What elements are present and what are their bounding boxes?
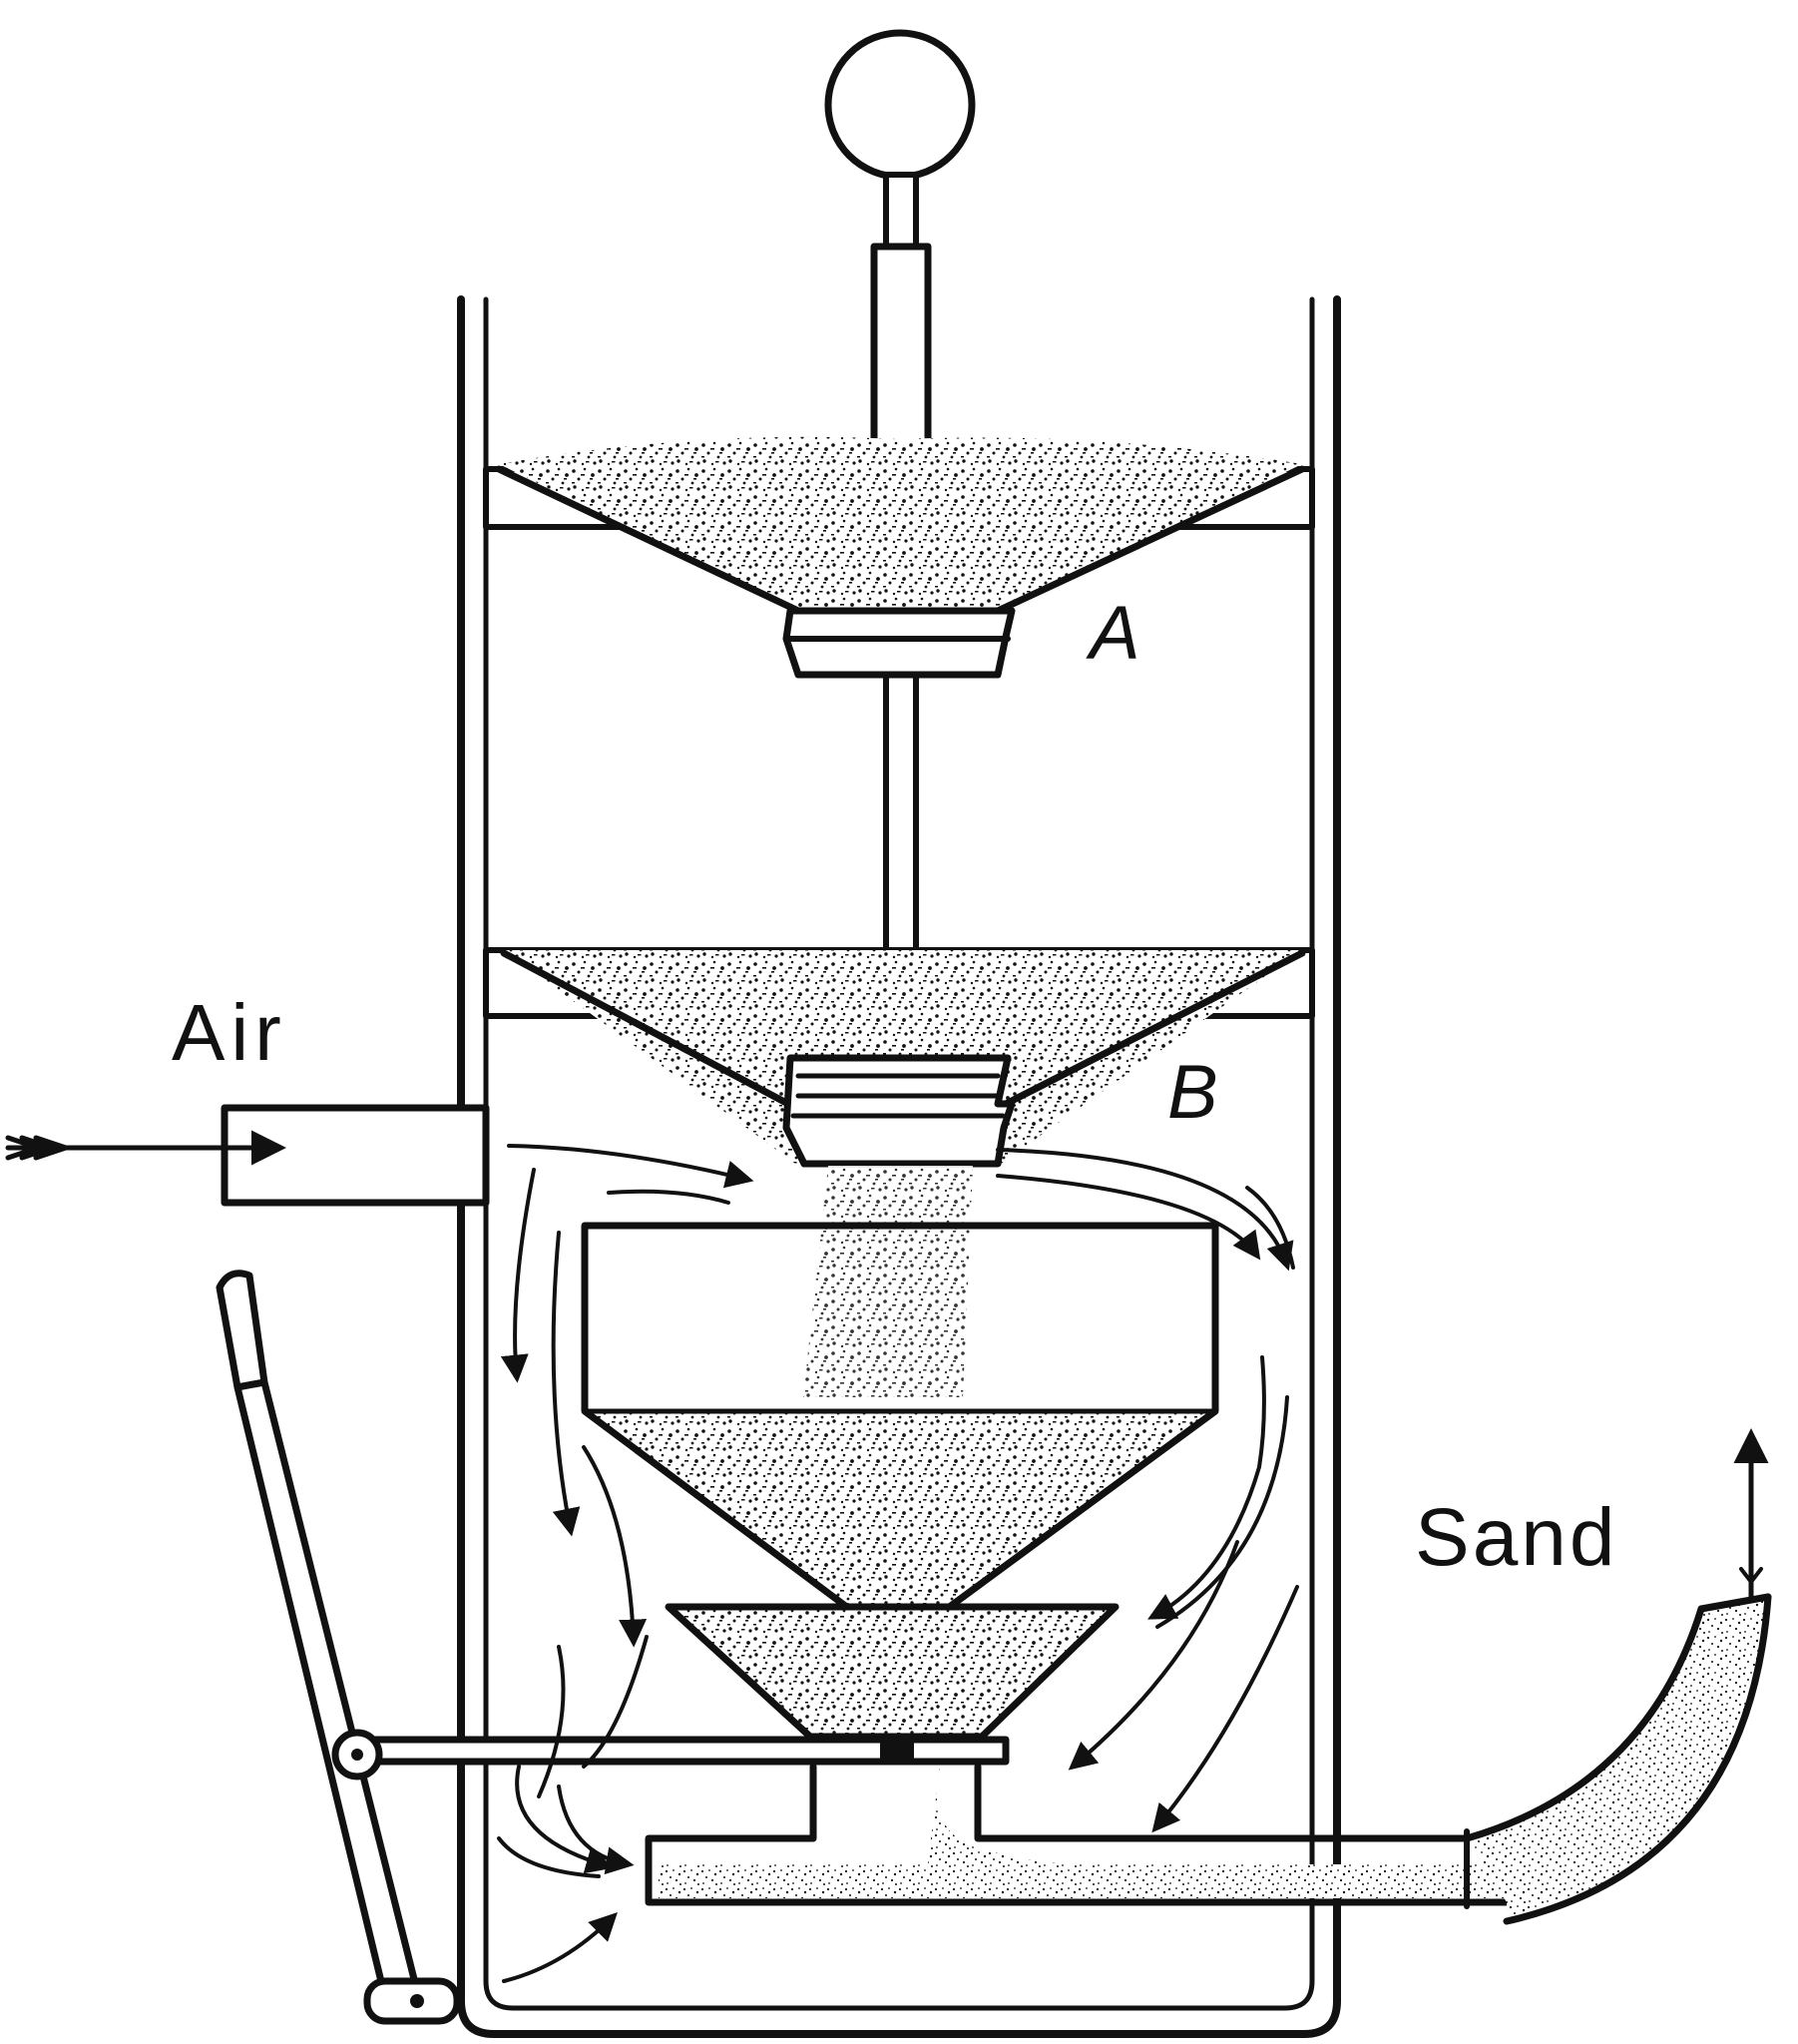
air-flow-arrows	[497, 1144, 1299, 1983]
label-lower-hopper-b: B	[1167, 1050, 1218, 1135]
lower-hopper-b	[483, 947, 1315, 1168]
bottom-sand-funnel	[665, 1603, 1120, 1741]
upper-hopper-a	[483, 436, 1315, 679]
tank-outer-wall	[457, 295, 1341, 2038]
air-inlet-pipe	[5, 1104, 490, 1207]
falling-sand-stream	[803, 1166, 973, 1397]
outlet-pipe-and-hose	[645, 1428, 1772, 1925]
label-air: Air	[172, 988, 287, 1077]
hand-lever	[216, 1270, 461, 2025]
valve-slide-bar	[343, 1736, 1010, 1766]
label-upper-hopper-a: A	[1086, 591, 1140, 676]
label-sand: Sand	[1415, 1492, 1618, 1583]
